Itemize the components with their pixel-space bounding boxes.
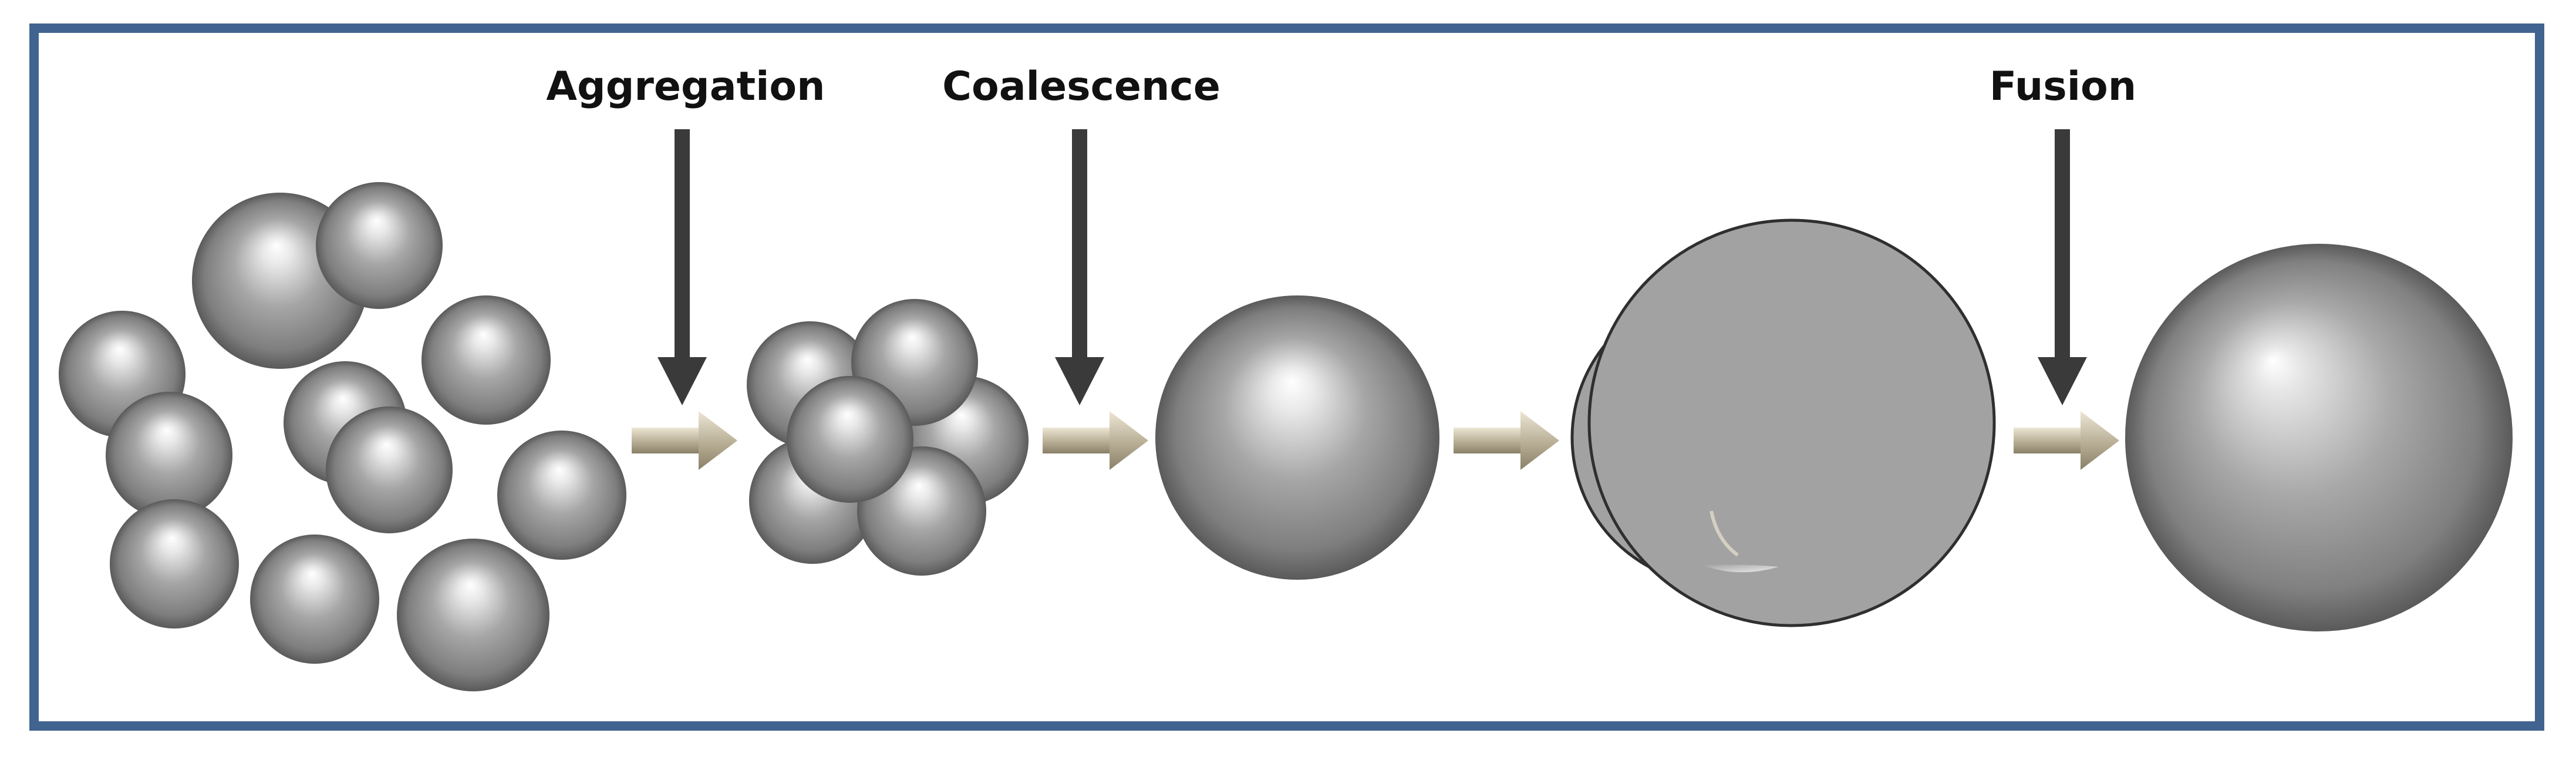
sphere-icon <box>422 295 551 425</box>
fusion-label: Fusion <box>1990 63 2136 110</box>
flow-right-arrow-icon <box>1043 411 1148 470</box>
coalesced-sphere-icon <box>1155 295 1439 580</box>
sphere-icon <box>316 182 443 309</box>
coalescence-label: Coalescence <box>942 63 1220 110</box>
dispersed-particles <box>59 182 626 691</box>
sphere-icon <box>397 539 549 691</box>
aggregated-cluster <box>747 299 1029 576</box>
flow-right-arrow-icon <box>632 411 737 470</box>
sphere-icon <box>110 499 239 628</box>
sphere-icon <box>106 392 232 519</box>
flow-right-arrow-icon <box>1454 411 1559 470</box>
fused-sphere-icon <box>2125 244 2513 631</box>
aggregation-down-arrow-icon <box>658 129 707 405</box>
sphere-icon <box>250 535 379 664</box>
sphere-icon <box>787 376 913 503</box>
flow-right-arrow-icon <box>2014 411 2119 470</box>
coalescence-down-arrow-icon <box>1055 129 1104 405</box>
sphere-icon <box>497 431 626 560</box>
fusing-particles <box>1570 219 1996 627</box>
fusion-down-arrow-icon <box>2038 129 2087 405</box>
aggregation-label: Aggregation <box>546 63 825 110</box>
sphere-icon <box>326 406 453 533</box>
sphere-icon <box>1587 219 1996 627</box>
